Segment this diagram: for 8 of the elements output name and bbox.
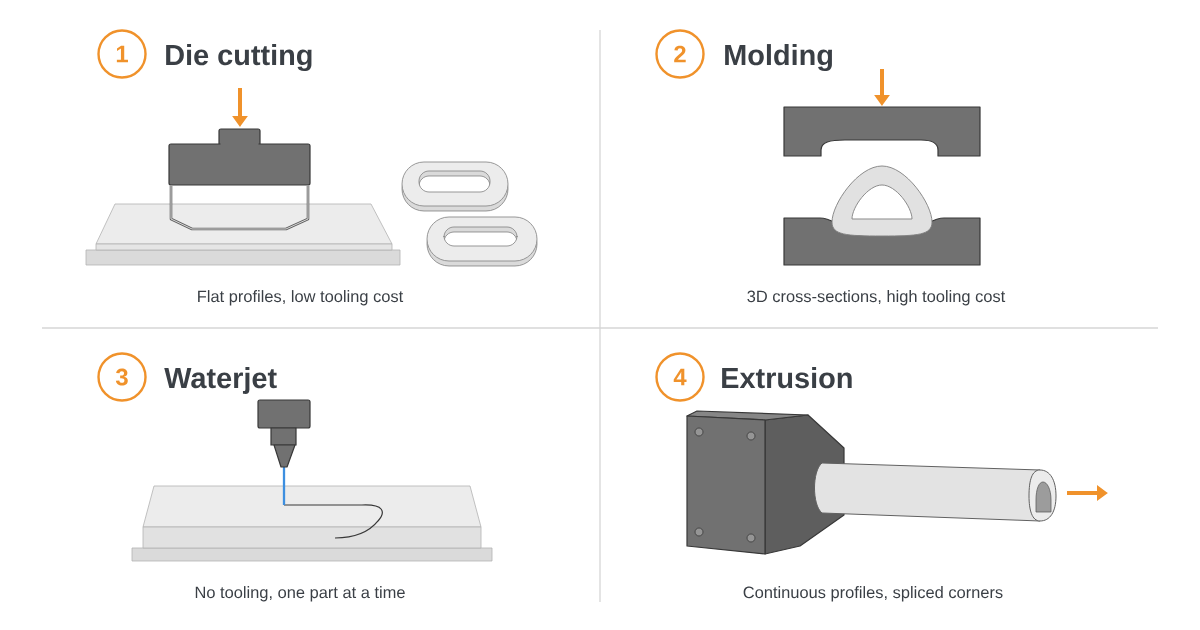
caption: Flat profiles, low tooling cost: [198, 290, 404, 306]
caption: No tooling, one part at a time: [195, 586, 405, 602]
heading: Die cutting: [166, 44, 312, 72]
heading: Waterjet: [164, 367, 277, 394]
heading: Extrusion: [722, 367, 852, 389]
heading: Molding: [725, 44, 832, 72]
caption: 3D cross-sections, high tooling cost: [747, 290, 1006, 306]
caption: Continuous profiles, spliced corners: [743, 586, 1003, 602]
